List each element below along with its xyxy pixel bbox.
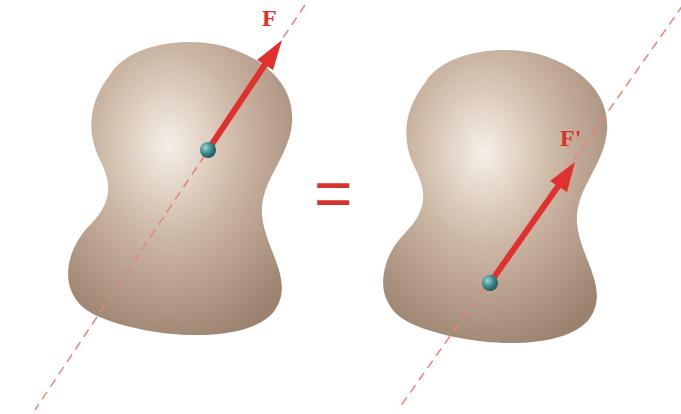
rigid-body bbox=[68, 42, 292, 335]
rigid-body bbox=[383, 50, 607, 343]
application-point bbox=[482, 275, 498, 291]
application-point bbox=[200, 142, 216, 158]
equivalence-sign: = bbox=[314, 160, 353, 226]
force-arrow bbox=[490, 162, 575, 283]
force-label: F' bbox=[560, 126, 581, 150]
line-of-action bbox=[35, 5, 305, 410]
line-of-action bbox=[398, 5, 681, 410]
force-arrow bbox=[208, 40, 282, 150]
force-label: F bbox=[262, 6, 277, 30]
